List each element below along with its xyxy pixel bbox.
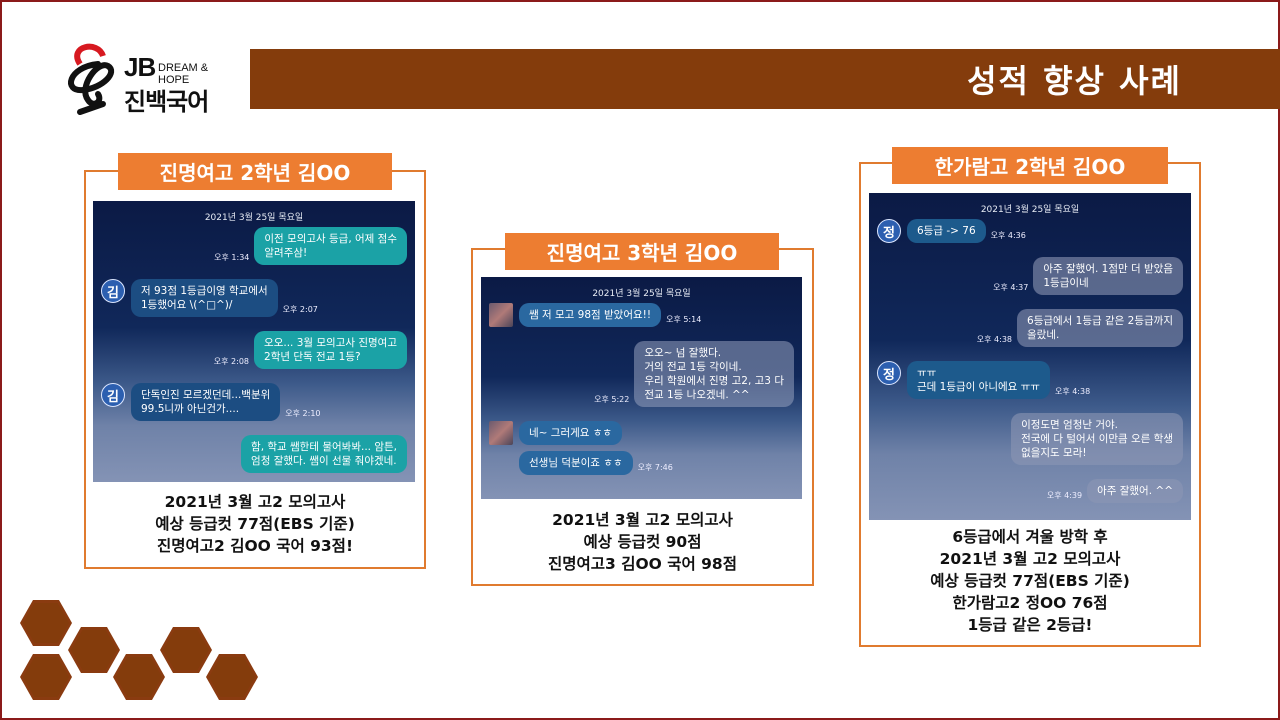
message-bubble: 6등급 -> 76 xyxy=(907,219,986,243)
logo: JB DREAM & HOPE 진백국어 xyxy=(58,42,233,118)
message-time: 오후 4:38 xyxy=(1054,387,1091,396)
avatar: 정 xyxy=(877,361,901,385)
caption-line: 2021년 3월 고2 모의고사 xyxy=(552,511,733,529)
avatar: 김 xyxy=(101,383,125,407)
avatar xyxy=(489,303,513,327)
message-bubble: 함, 학교 쌤한테 물어봐봐... 암튼, 엄청 잘했다. 쌤이 선물 줘야겠네… xyxy=(241,435,407,473)
avatar: 김 xyxy=(101,279,125,303)
chat-message: 네~ 그러게요 ㅎㅎ xyxy=(489,421,794,445)
message-bubble: 이정도면 엄청난 거야. 전국에 다 털어서 이만큼 오른 학생 없을지도 모라… xyxy=(1011,413,1183,465)
message-time: 오후 4:36 xyxy=(990,231,1026,240)
message-bubble: 6등급에서 1등급 같은 2등급까지 올랐네. xyxy=(1017,309,1183,347)
chat-message: 이정도면 엄청난 거야. 전국에 다 털어서 이만큼 오른 학생 없을지도 모라… xyxy=(877,413,1183,465)
header-bar: 성적 향상 사례 xyxy=(250,49,1280,109)
chat-message: 오후 1:34 이전 모의고사 등급, 어제 점수 알려주삼! xyxy=(101,227,407,265)
case-caption: 2021년 3월 고2 모의고사 예상 등급컷 90점 진명여고3 김OO 국어… xyxy=(473,509,812,575)
caption-line: 예상 등급컷 77점(EBS 기준) xyxy=(155,515,355,533)
caption-line: 6등급에서 겨울 방학 후 xyxy=(952,528,1108,546)
page-title: 성적 향상 사례 xyxy=(967,62,1182,100)
chat-message: 오후 5:22 오오~ 넘 잘했다. 거의 전교 1등 각이네. 우리 학원에서 … xyxy=(489,341,794,407)
caption-line: 예상 등급컷 77점(EBS 기준) xyxy=(930,572,1130,590)
caption-line: 진명여고3 김OO 국어 98점 xyxy=(548,555,737,573)
message-time: 오후 4:39 xyxy=(1046,491,1083,500)
case-caption: 6등급에서 겨울 방학 후 2021년 3월 고2 모의고사 예상 등급컷 77… xyxy=(861,526,1199,636)
caption-line: 예상 등급컷 90점 xyxy=(583,533,702,551)
case-label: 진명여고 3학년 김OO xyxy=(505,233,779,270)
avatar: 정 xyxy=(877,219,901,243)
chat-date: 2021년 3월 25일 목요일 xyxy=(592,289,691,299)
caption-line: 2021년 3월 고2 모의고사 xyxy=(164,493,346,511)
chat-message: 오후 4:38 6등급에서 1등급 같은 2등급까지 올랐네. xyxy=(877,309,1183,347)
message-time: 오후 5:22 xyxy=(594,395,630,404)
message-time: 오후 2:07 xyxy=(282,305,318,314)
logo-tagline: DREAM & HOPE xyxy=(158,62,209,86)
message-bubble: ㅠㅠ 근데 1등급이 아니에요 ㅠㅠ xyxy=(907,361,1050,399)
chat-message: 오후 4:37 아주 잘했어. 1점만 더 받았음 1등급이네 xyxy=(877,257,1183,295)
case-caption: 2021년 3월 고2 모의고사 예상 등급컷 77점(EBS 기준) 진명여고… xyxy=(86,491,424,557)
chat-message: 선생님 덕분이죠 ㅎㅎ 오후 7:46 xyxy=(489,451,794,475)
chat-message: 쌤 저 모고 98점 받았어요!! 오후 5:14 xyxy=(489,303,794,327)
chat-date: 2021년 3월 25일 목요일 xyxy=(204,213,304,223)
case-label: 진명여고 2학년 김OO xyxy=(118,153,392,190)
chat-message: 오후 4:39 아주 잘했어. ^^ xyxy=(877,479,1183,503)
caption-line: 1등급 같은 2등급! xyxy=(967,616,1093,634)
message-bubble: 단독인진 모르겠던데...백분위 99.5니까 아닌건가.... xyxy=(131,383,281,421)
message-bubble: 이전 모의고사 등급, 어제 점수 알려주삼! xyxy=(254,227,407,265)
message-time: 오후 2:08 xyxy=(213,357,250,366)
message-time: 오후 4:37 xyxy=(993,283,1029,292)
message-bubble: 아주 잘했어. ^^ xyxy=(1087,479,1183,503)
message-time: 오후 5:14 xyxy=(666,315,702,324)
chat-date: 2021년 3월 25일 목요일 xyxy=(980,205,1080,215)
message-bubble: 쌤 저 모고 98점 받았어요!! xyxy=(519,303,662,327)
avatar xyxy=(489,421,513,445)
message-bubble: 선생님 덕분이죠 ㅎㅎ xyxy=(519,451,633,475)
caption-line: 한가람고2 정OO 76점 xyxy=(952,594,1108,612)
caption-line: 2021년 3월 고2 모의고사 xyxy=(939,550,1121,568)
message-time: 오후 7:46 xyxy=(637,463,673,472)
message-bubble: 아주 잘했어. 1점만 더 받았음 1등급이네 xyxy=(1033,257,1183,295)
logo-brand: JB xyxy=(124,52,156,82)
message-time: 오후 4:38 xyxy=(976,335,1013,344)
case-label: 한가람고 2학년 김OO xyxy=(892,147,1168,184)
message-bubble: 오오~ 넘 잘했다. 거의 전교 1등 각이네. 우리 학원에서 진명 고2, … xyxy=(634,341,794,407)
logo-swirl-icon xyxy=(68,43,115,115)
chat-message: 함, 학교 쌤한테 물어봐봐... 암튼, 엄청 잘했다. 쌤이 선물 줘야겠네… xyxy=(101,435,407,473)
logo-name: 진백국어 xyxy=(124,88,209,116)
caption-line: 진명여고2 김OO 국어 93점! xyxy=(156,537,354,555)
message-time: 오후 1:34 xyxy=(214,253,250,262)
chat-message: 오후 2:08 오오... 3월 모의고사 진명여고 2학년 단독 전교 1등? xyxy=(101,331,407,369)
message-time: 오후 2:10 xyxy=(285,409,321,418)
message-bubble: 저 93점 1등급이영 학교에서 1등했어요 \(^□^)/ xyxy=(131,279,278,317)
message-bubble: 네~ 그러게요 ㅎㅎ xyxy=(519,421,623,445)
message-bubble: 오오... 3월 모의고사 진명여고 2학년 단독 전교 1등? xyxy=(254,331,407,369)
